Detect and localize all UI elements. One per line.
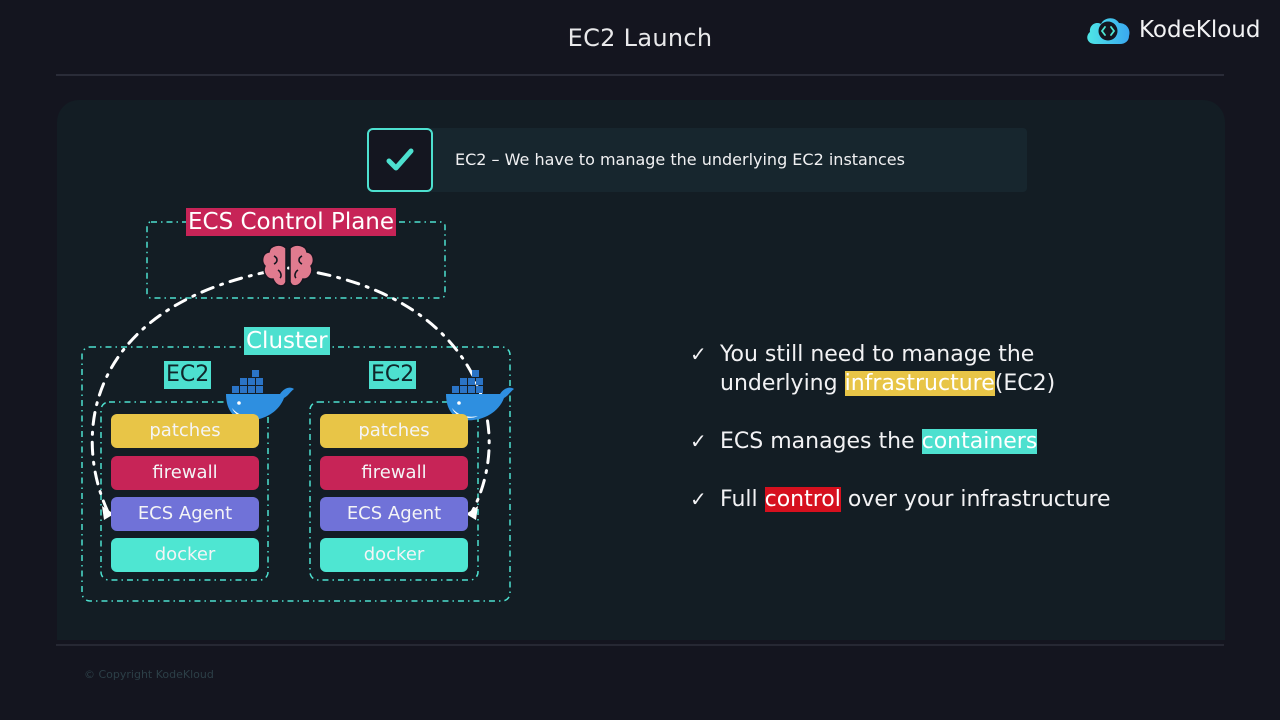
arrow-head-left — [102, 506, 114, 520]
bullet-text: Full — [720, 487, 765, 512]
callout-box: EC2 – We have to manage the underlying E… — [367, 128, 1027, 192]
copyright-text: © Copyright KodeKloud — [84, 668, 214, 681]
cluster-label: Cluster — [244, 327, 330, 355]
checkmark-icon: ✓ — [690, 429, 707, 453]
arrow-head-right — [466, 506, 478, 520]
ec2-instance-boundary — [100, 401, 269, 581]
layer-patches: patches — [111, 414, 259, 448]
layer-docker: docker — [320, 538, 468, 572]
header-divider — [56, 74, 1224, 76]
brain-icon — [261, 244, 315, 287]
ec2-label: EC2 — [369, 361, 417, 389]
slide-title: EC2 Launch — [567, 24, 713, 52]
bullet-text: You still need to manage the underlying — [720, 342, 1035, 396]
kodekloud-logo: KodeKloud — [1085, 14, 1260, 46]
checkmark-icon: ✓ — [690, 487, 707, 511]
bullet-text: (EC2) — [994, 371, 1056, 396]
docker-whale-icon — [446, 370, 514, 421]
checkmark-icon — [386, 148, 414, 171]
control-plane-label: ECS Control Plane — [186, 208, 397, 236]
ec2-label: EC2 — [164, 361, 212, 389]
highlight-text: infrastructure — [844, 371, 995, 396]
docker-whale-icon — [226, 370, 294, 421]
bullet-text: ECS manages the — [720, 429, 922, 454]
layer-patches: patches — [320, 414, 468, 448]
footer-divider — [56, 644, 1224, 646]
bullet-text: over your infrastructure — [840, 487, 1111, 512]
bullet-item: ✓ You still need to manage the underlyin… — [690, 340, 1130, 398]
management-arc — [90, 266, 491, 514]
layer-firewall: firewall — [111, 456, 259, 490]
callout-text: EC2 – We have to manage the underlying E… — [455, 150, 905, 169]
highlight-text: containers — [921, 429, 1038, 454]
layer-ecs-agent: ECS Agent — [320, 497, 468, 531]
key-points-list: ✓ You still need to manage the underlyin… — [690, 340, 1130, 543]
layer-firewall: firewall — [320, 456, 468, 490]
bullet-item: ✓ Full control over your infrastructure — [690, 485, 1130, 514]
logo-text: KodeKloud — [1139, 17, 1261, 43]
ec2-instance-boundary — [309, 401, 479, 581]
layer-docker: docker — [111, 538, 259, 572]
cloud-code-icon — [1087, 18, 1130, 44]
highlight-text: control — [764, 487, 841, 512]
callout-check-badge — [367, 128, 433, 192]
layer-ecs-agent: ECS Agent — [111, 497, 259, 531]
checkmark-icon: ✓ — [690, 342, 707, 366]
bullet-item: ✓ ECS manages the containers — [690, 427, 1130, 456]
